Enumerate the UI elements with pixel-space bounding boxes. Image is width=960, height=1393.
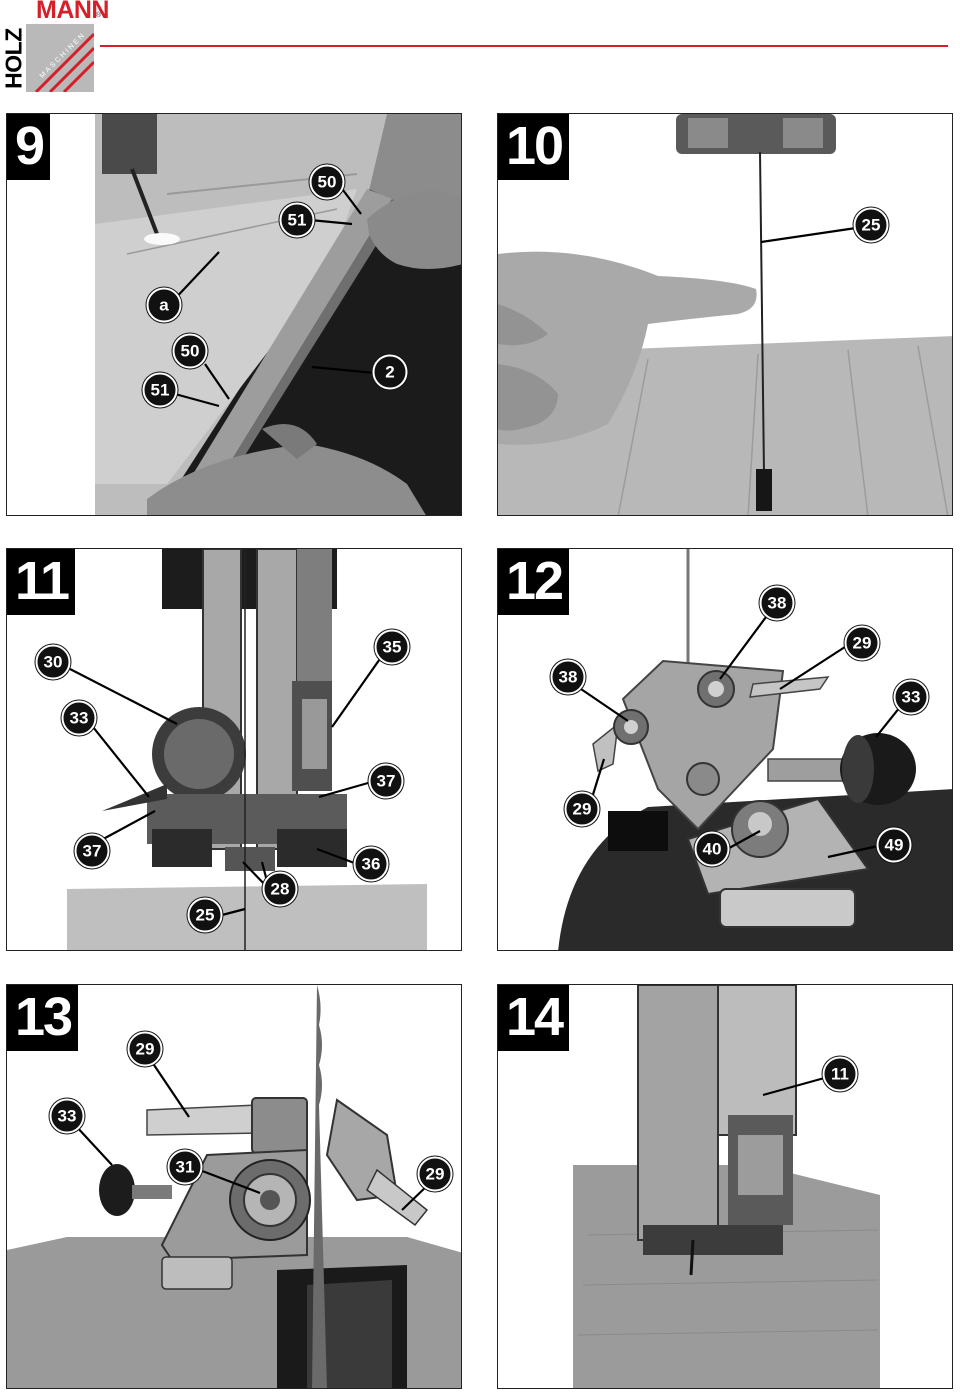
- figure-11-callout-33: 33: [61, 700, 97, 736]
- figure-11-callout-35: 35: [374, 629, 410, 665]
- figure-11-callout-37-right: 37: [368, 763, 404, 799]
- figure-12-callout-38-left: 38: [550, 659, 586, 695]
- figure-11-callout-37-left: 37: [74, 833, 110, 869]
- figure-12-callout-29-bottom: 29: [564, 791, 600, 827]
- figure-14: 14 11: [497, 984, 953, 1389]
- figure-9-callout-2: 2: [372, 354, 408, 390]
- figure-12-callout-40: 40: [694, 831, 730, 867]
- figure-12: 12 38 29 38 33 29 40 49: [497, 548, 953, 951]
- figure-13-callout-29-right: 29: [417, 1156, 453, 1192]
- figure-11: 11 30 35 33 37 37 36 28 25: [6, 548, 462, 951]
- logo-holz: HOLZ: [0, 28, 27, 89]
- figure-9-callout-a: a: [146, 287, 182, 323]
- logo-mann: MANN: [36, 0, 110, 24]
- figure-12-callout-49: 49: [876, 827, 912, 863]
- figure-9-callout-51-bottom: 51: [142, 372, 178, 408]
- logo-registered: ®: [96, 12, 102, 19]
- figure-10-callout-25: 25: [853, 207, 889, 243]
- figure-11-callout-28: 28: [262, 871, 298, 907]
- figure-9-photo: [7, 114, 461, 515]
- figure-14-photo: [498, 985, 952, 1388]
- figure-9-callout-50-bottom: 50: [172, 333, 208, 369]
- figure-11-number: 11: [7, 549, 76, 615]
- figure-12-callout-33: 33: [893, 679, 929, 715]
- figure-13: 13 29 33 31 29: [6, 984, 462, 1389]
- logo-stripes: [34, 32, 96, 94]
- header-rule: [100, 45, 948, 47]
- figure-10-photo: [498, 114, 952, 515]
- figure-12-callout-29-top: 29: [844, 625, 880, 661]
- logo-square: [26, 24, 96, 94]
- figure-14-number: 14: [498, 985, 570, 1051]
- figure-11-callout-36: 36: [353, 846, 389, 882]
- figure-10: 10 25: [497, 113, 953, 516]
- brand-logo: MANN ® HOLZ MASCHINEN: [0, 0, 110, 100]
- figure-9: 9 50 51 a 50 51 2: [6, 113, 462, 516]
- figure-9-number: 9: [7, 114, 51, 180]
- figure-12-callout-38-top: 38: [759, 585, 795, 621]
- figure-14-callout-11: 11: [822, 1056, 858, 1092]
- figure-10-number: 10: [498, 114, 570, 180]
- figure-13-callout-29-left: 29: [127, 1031, 163, 1067]
- figure-13-callout-31: 31: [167, 1149, 203, 1185]
- figure-9-callout-51-top: 51: [279, 202, 315, 238]
- figure-11-callout-25: 25: [187, 897, 223, 933]
- figure-9-callout-50-top: 50: [309, 164, 345, 200]
- figure-13-callout-33: 33: [49, 1098, 85, 1134]
- figure-12-number: 12: [498, 549, 570, 615]
- figure-11-callout-30: 30: [35, 644, 71, 680]
- figure-13-number: 13: [7, 985, 79, 1051]
- figure-12-photo: [498, 549, 952, 950]
- figure-11-photo: [7, 549, 461, 950]
